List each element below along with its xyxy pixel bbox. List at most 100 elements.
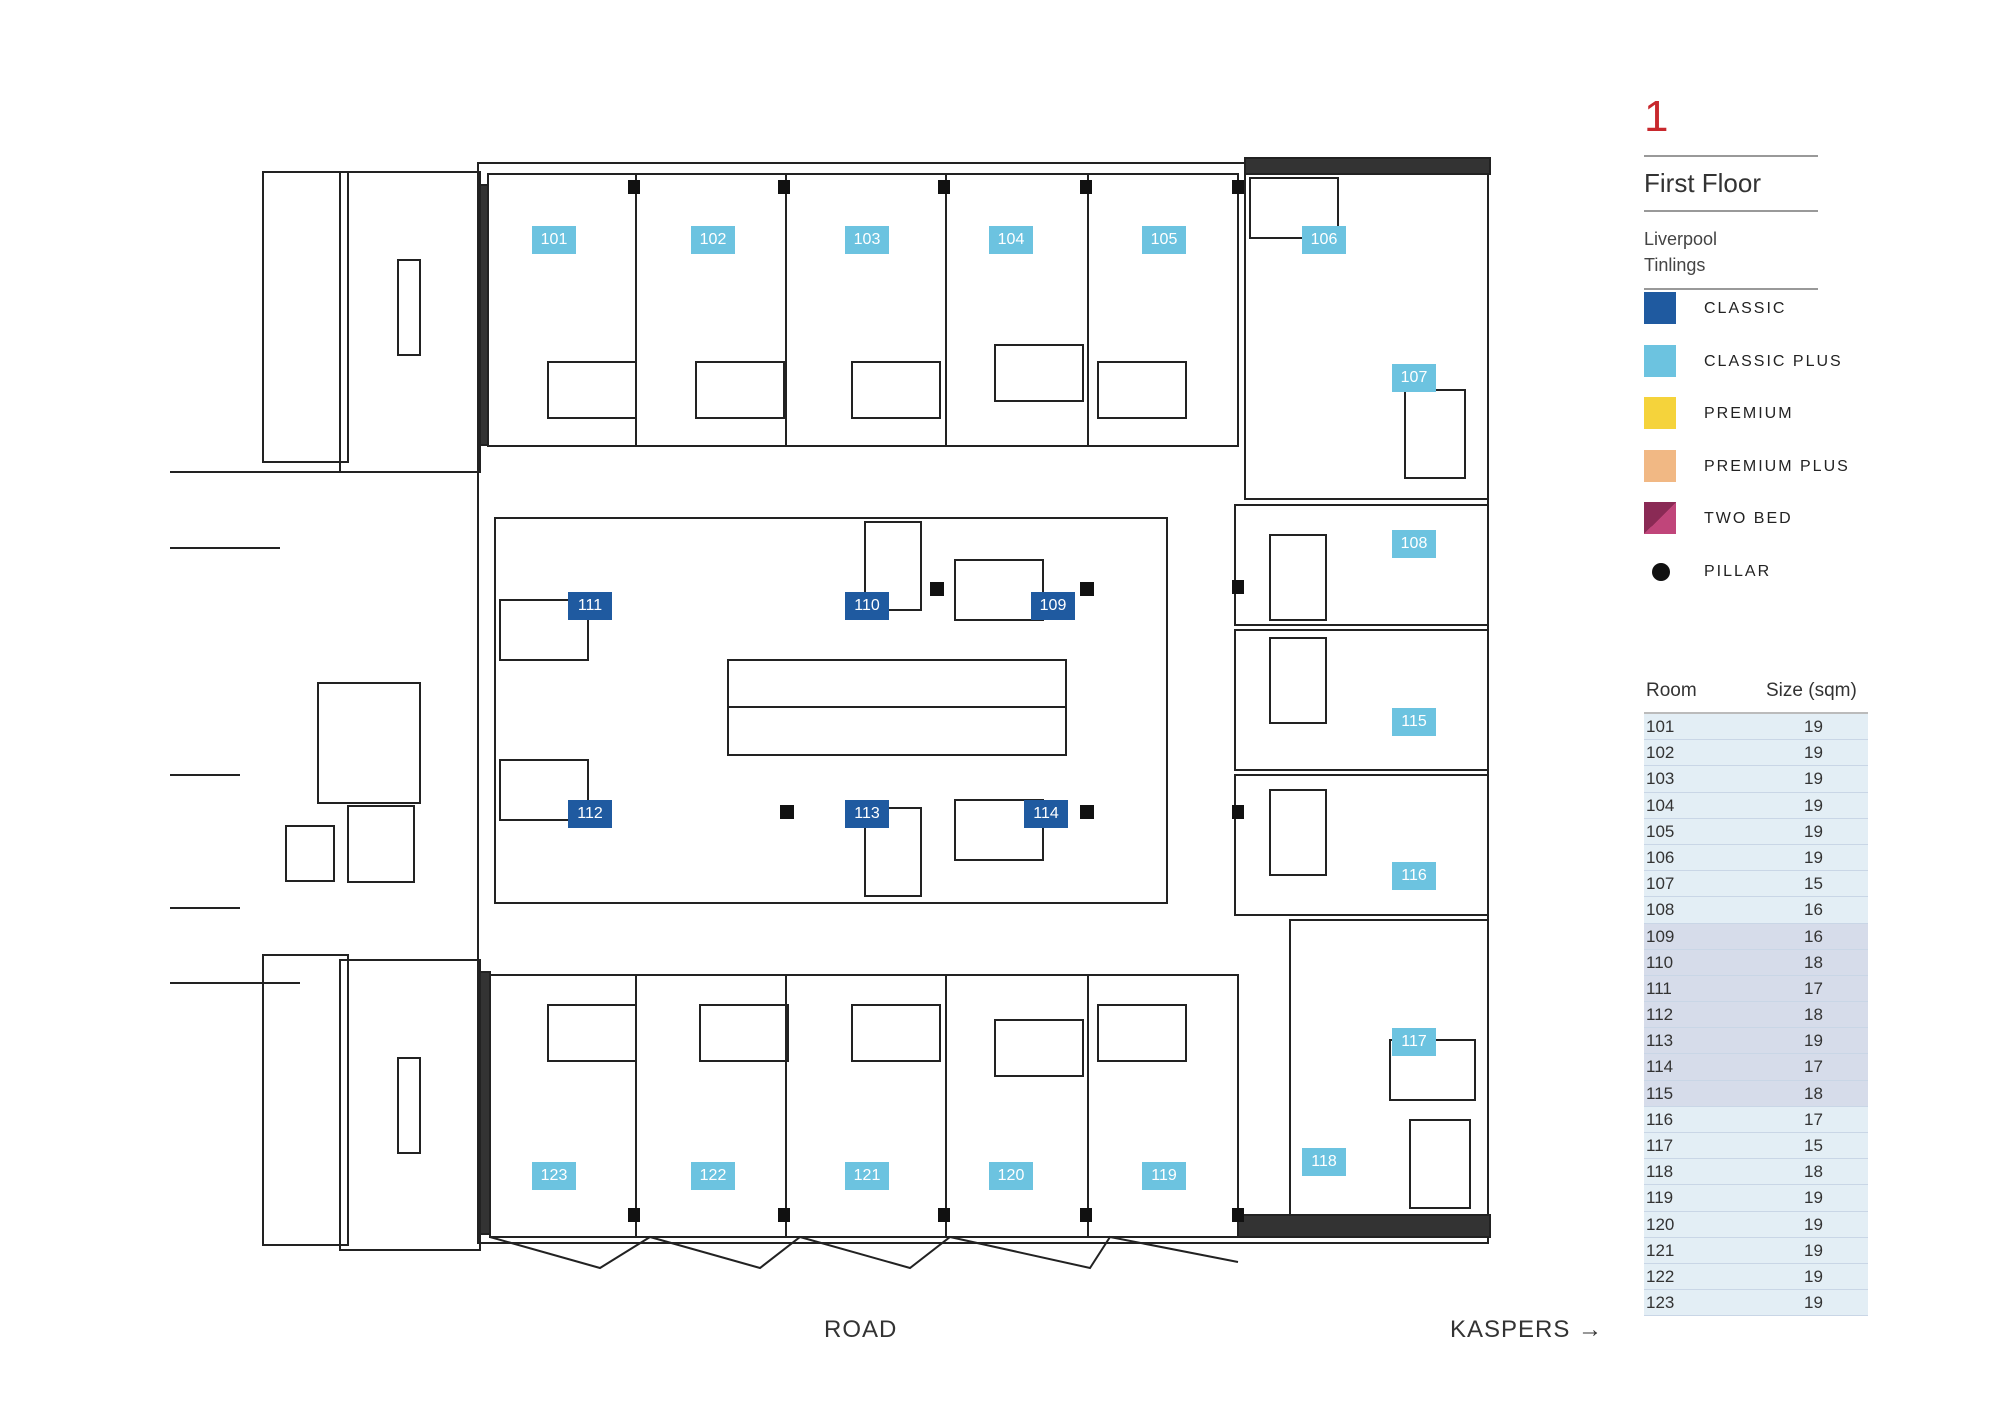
size-cell: 19	[1804, 1188, 1823, 1208]
header-room: Room	[1646, 680, 1697, 701]
bed-119	[1097, 1004, 1187, 1062]
room-outline-121	[785, 974, 947, 1238]
bed-118	[1409, 1119, 1471, 1209]
room-tag-117[interactable]: 117	[1392, 1028, 1436, 1056]
divider	[1644, 155, 1818, 157]
room-tag-101[interactable]: 101	[532, 226, 576, 254]
room-tag-111[interactable]: 111	[568, 592, 612, 620]
room-outline-101	[487, 173, 637, 447]
size-cell: 19	[1804, 743, 1823, 763]
pillars	[628, 180, 1244, 1222]
bed-123	[547, 1004, 637, 1062]
room-tag-104[interactable]: 104	[989, 226, 1033, 254]
legend: CLASSIC CLASSIC PLUS PREMIUM PREMIUM PLU…	[1644, 290, 1874, 605]
legend-swatch-classic	[1644, 292, 1676, 324]
room-outline-103	[785, 173, 947, 447]
room-tag-121[interactable]: 121	[845, 1162, 889, 1190]
room-cell: 118	[1646, 1162, 1674, 1182]
lift-lobby	[347, 805, 415, 883]
room-cell: 107	[1646, 874, 1675, 894]
lift-shaft	[317, 682, 421, 804]
bed-109	[954, 559, 1044, 621]
legend-item-classic: CLASSIC	[1644, 290, 1874, 343]
bed-113	[864, 807, 922, 897]
stair-flight-bottom	[397, 1057, 421, 1154]
room-cell: 116	[1646, 1109, 1674, 1129]
room-cell: 111	[1646, 978, 1672, 998]
room-tag-108[interactable]: 108	[1392, 530, 1436, 558]
table-row: 112 18	[1644, 1002, 1868, 1029]
divider	[1644, 210, 1818, 212]
floor-title: First Floor	[1644, 168, 1761, 198]
room-tag-105[interactable]: 105	[1142, 226, 1186, 254]
room-outline-116	[1234, 774, 1489, 916]
legend-swatch-classic-plus	[1644, 344, 1676, 377]
pillar	[1232, 1208, 1244, 1222]
floor-plan	[170, 157, 1491, 1270]
room-cell: 123	[1646, 1293, 1675, 1313]
room-tag-103[interactable]: 103	[845, 226, 889, 254]
room-tag-107[interactable]: 107	[1392, 364, 1436, 392]
central-block	[494, 517, 1168, 904]
pillar-icon	[1652, 562, 1670, 581]
legend-swatch-premium	[1644, 397, 1676, 429]
room-cell: 112	[1646, 1005, 1674, 1025]
room-tag-113[interactable]: 113	[845, 800, 889, 828]
pillar	[1080, 805, 1094, 819]
room-tag-119[interactable]: 119	[1142, 1162, 1186, 1190]
room-tag-106[interactable]: 106	[1302, 226, 1346, 254]
size-cell: 16	[1804, 900, 1823, 920]
room-tag-120[interactable]: 120	[989, 1162, 1033, 1190]
room-tag-123[interactable]: 123	[532, 1162, 576, 1190]
stair-room-top	[339, 171, 481, 473]
room-cell: 117	[1646, 1136, 1674, 1155]
size-cell: 18	[1804, 1005, 1823, 1025]
pillar	[1080, 180, 1092, 194]
size-cell: 19	[1804, 795, 1823, 815]
room-tag-109[interactable]: 109	[1031, 592, 1075, 620]
room-tag-115[interactable]: 115	[1392, 708, 1436, 736]
bed-122	[699, 1004, 789, 1062]
angled-facade	[489, 1235, 1239, 1270]
pillar	[1232, 805, 1244, 819]
room-outline-108	[1234, 504, 1489, 626]
room-tag-118[interactable]: 118	[1302, 1148, 1346, 1176]
hatched-wall-top-right	[1244, 157, 1491, 175]
pillar	[628, 180, 640, 194]
room-tag-122[interactable]: 122	[691, 1162, 735, 1190]
size-cell: 19	[1804, 1266, 1823, 1286]
size-cell: 19	[1804, 1031, 1823, 1051]
room-outline-105	[1087, 173, 1239, 447]
legend-item-premium: PREMIUM	[1644, 395, 1874, 448]
size-cell: 18	[1804, 952, 1823, 972]
room-tag-114[interactable]: 114	[1024, 800, 1068, 828]
legend-label: PREMIUM	[1704, 405, 1794, 422]
bed-102	[695, 361, 785, 419]
stair-core-top	[262, 171, 349, 463]
room-outline-115	[1234, 629, 1489, 771]
room-tag-116[interactable]: 116	[1392, 862, 1436, 890]
stair-flight-top	[397, 259, 421, 356]
room-tag-102[interactable]: 102	[691, 226, 735, 254]
room-outline-122	[635, 974, 787, 1238]
size-cell: 18	[1804, 1083, 1823, 1103]
pillar	[938, 180, 950, 194]
header-size: Size (sqm)	[1766, 680, 1857, 701]
bed-107	[1404, 389, 1466, 479]
room-tag-110[interactable]: 110	[845, 592, 889, 620]
room-cell: 106	[1646, 847, 1675, 867]
size-cell: 17	[1804, 1109, 1823, 1129]
room-tag-112[interactable]: 112	[568, 800, 612, 828]
room-cell: 119	[1646, 1188, 1674, 1208]
